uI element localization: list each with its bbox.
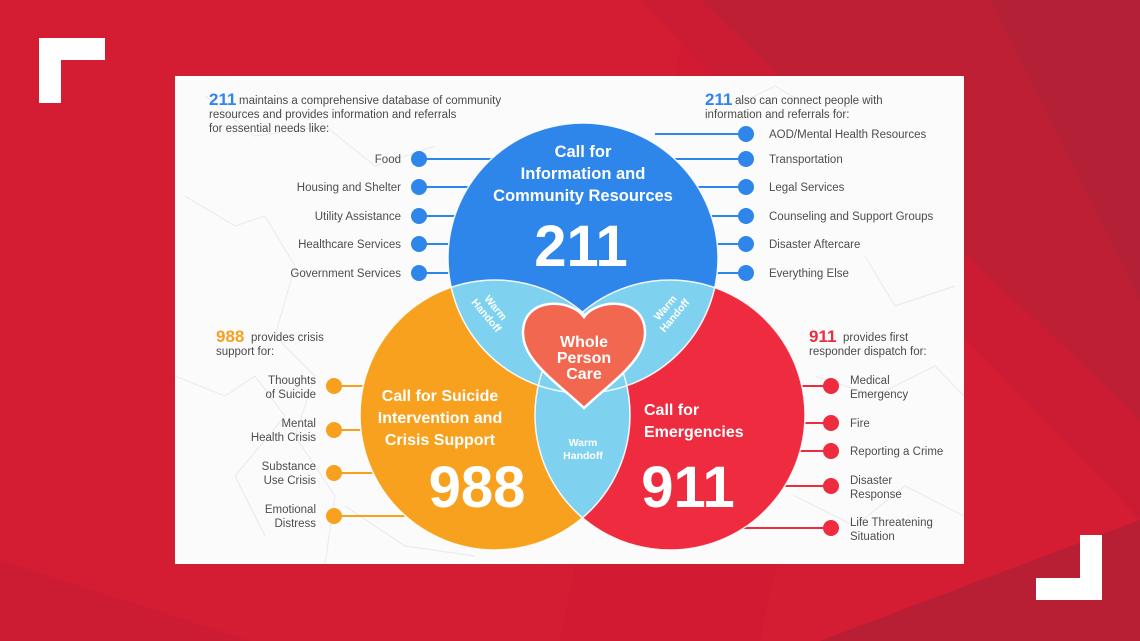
list-item: Food <box>375 154 401 166</box>
list-item: of Suicide <box>265 389 316 401</box>
list-item: Use Crisis <box>264 475 317 487</box>
svg-text:Person: Person <box>557 350 611 367</box>
panel-911-items: Medical Emergency Fire Reporting a Crime… <box>850 375 943 543</box>
svg-text:Whole: Whole <box>560 334 608 351</box>
svg-text:Crisis Support: Crisis Support <box>385 432 496 449</box>
list-item: Disaster Aftercare <box>769 239 860 251</box>
list-item: AOD/Mental Health Resources <box>769 129 926 141</box>
svg-text:Call for Suicide: Call for Suicide <box>382 388 499 405</box>
circle-211-number: 211 <box>534 214 628 279</box>
list-item: Housing and Shelter <box>297 182 401 194</box>
list-item: Healthcare Services <box>298 239 401 251</box>
list-item: Fire <box>850 418 870 430</box>
heart-label: Whole Person Care <box>557 334 611 383</box>
svg-text:211: 211 <box>705 90 732 109</box>
circle-911-number: 911 <box>641 455 735 520</box>
list-item: Transportation <box>769 154 843 166</box>
list-item: Response <box>850 489 902 501</box>
list-item: Counseling and Support Groups <box>769 211 934 223</box>
svg-text:911: 911 <box>809 327 836 346</box>
svg-text:211: 211 <box>209 90 236 109</box>
list-item: Medical <box>850 375 890 387</box>
panel-211-left-intro: 211 maintains a comprehensive database o… <box>209 90 501 135</box>
list-item: Distress <box>274 518 316 530</box>
dots-911 <box>823 378 839 536</box>
svg-text:988: 988 <box>216 327 244 346</box>
svg-text:responder dispatch for:: responder dispatch for: <box>809 346 927 358</box>
list-item: Government Services <box>290 268 401 280</box>
map-background <box>175 85 964 564</box>
svg-text:Call for: Call for <box>644 402 699 419</box>
panel-211-right-intro: 211 also can connect people with informa… <box>705 90 883 121</box>
list-item: Everything Else <box>769 268 849 280</box>
svg-text:for essential needs like:: for essential needs like: <box>209 123 329 135</box>
svg-text:support for:: support for: <box>216 346 274 358</box>
panel-211-right-items: AOD/Mental Health Resources Transportati… <box>769 129 934 280</box>
corner-bracket-top-left <box>39 38 105 103</box>
list-item: Life Threatening <box>850 517 933 529</box>
list-item: Disaster <box>850 475 892 487</box>
circle-911-title: Call for Emergencies <box>644 402 744 441</box>
svg-text:also can connect people with: also can connect people with <box>735 95 883 107</box>
panel-211-left-items: Food Housing and Shelter Utility Assista… <box>290 154 401 280</box>
list-item: Emotional <box>265 504 316 516</box>
svg-text:Emergencies: Emergencies <box>644 424 744 441</box>
list-item: Substance <box>262 461 316 473</box>
dots-211-left <box>411 151 427 281</box>
svg-text:resources and provides informa: resources and provides information and r… <box>209 109 457 121</box>
svg-text:information and referrals for:: information and referrals for: <box>705 109 849 121</box>
list-item: Mental <box>281 418 316 430</box>
svg-text:provides crisis: provides crisis <box>251 332 324 344</box>
corner-bracket-bottom-right <box>1036 535 1102 600</box>
svg-text:Handoff: Handoff <box>563 450 603 462</box>
list-item: Utility Assistance <box>315 211 401 223</box>
circle-988-number: 988 <box>429 455 526 520</box>
panel-988-intro: 988 provides crisis support for: <box>216 327 324 358</box>
list-item: Situation <box>850 531 895 543</box>
list-item: Thoughts <box>268 375 316 387</box>
panel-988-items: Thoughts of Suicide Mental Health Crisis… <box>251 375 316 530</box>
list-item: Reporting a Crime <box>850 446 943 458</box>
svg-text:Information and: Information and <box>521 165 646 183</box>
svg-text:provides first: provides first <box>843 332 909 344</box>
svg-text:Call for: Call for <box>555 143 612 161</box>
circle-211-title: Call for Information and Community Resou… <box>493 143 673 205</box>
dots-988 <box>326 378 342 524</box>
panel-911-intro: 911 provides first responder dispatch fo… <box>809 327 927 358</box>
list-item: Legal Services <box>769 182 845 194</box>
circle-988-title: Call for Suicide Intervention and Crisis… <box>378 388 502 449</box>
svg-text:Community Resources: Community Resources <box>493 187 673 205</box>
svg-text:Intervention and: Intervention and <box>378 410 502 427</box>
warm-handoff-label-bottom: Warm Handoff <box>563 437 603 462</box>
list-item: Emergency <box>850 389 908 401</box>
svg-text:Warm: Warm <box>569 437 598 449</box>
svg-text:maintains a comprehensive data: maintains a comprehensive database of co… <box>239 95 501 107</box>
svg-text:Care: Care <box>566 366 602 383</box>
infographic-card: Whole Person Care Warm Handoff Warm Hand… <box>175 76 964 564</box>
venn-diagram: Whole Person Care Warm Handoff Warm Hand… <box>175 85 964 564</box>
heart-shape <box>521 302 647 410</box>
dots-211-right <box>738 126 754 281</box>
list-item: Health Crisis <box>251 432 316 444</box>
